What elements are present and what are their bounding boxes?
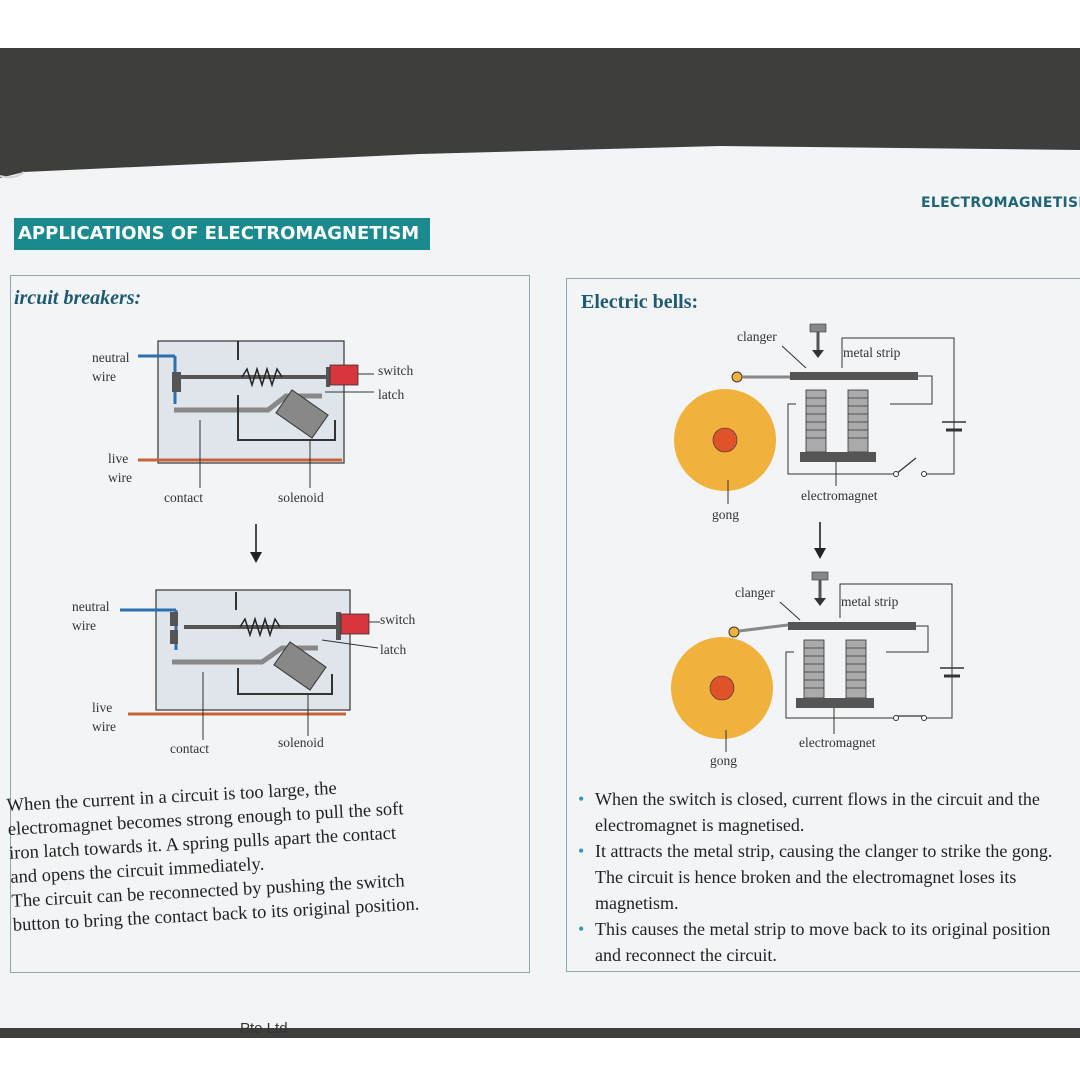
label-neutral-wire: wire [92,369,116,384]
electric-bells-explanation: • When the switch is closed, current flow… [578,786,1073,968]
label-latch: latch [380,642,407,657]
bullet-text: When the switch is closed, current flows… [595,789,1040,835]
label-electromagnet: electromagnet [799,735,876,750]
bullet-text: This causes the metal strip to move back… [595,919,1051,965]
running-head: ELECTROMAGNETISI [921,195,1080,211]
label-metal-strip: metal strip [841,594,899,609]
label-metal-strip: metal strip [843,345,901,360]
chapter-title-bar: APPLICATIONS OF ELECTROMAGNETISM [14,218,430,250]
bullet-dot-icon: • [578,789,585,809]
label-gong: gong [712,507,739,522]
label-gong: gong [710,753,737,768]
label-switch: switch [380,612,416,627]
label-solenoid: solenoid [278,490,324,505]
bullet-dot-icon: • [578,841,585,861]
label-neutral: neutral [92,350,130,365]
circuit-breakers-heading: ircuit breakers: [14,287,142,309]
bullet-item: • This causes the metal strip to move bac… [578,916,1073,968]
label-clanger: clanger [735,585,775,600]
label-live: live [92,700,113,715]
electric-bells-heading: Electric bells: [581,291,699,313]
bullet-item: • It attracts the metal strip, causing th… [578,838,1073,916]
publisher-footer: Pte Ltd [240,1020,288,1037]
label-live-wire: wire [92,719,116,734]
label-solenoid: solenoid [278,735,324,750]
label-clanger: clanger [737,329,777,344]
electric-bells-panel [566,278,1080,972]
label-electromagnet: electromagnet [801,488,878,503]
bullet-text: It attracts the metal strip, causing the… [595,841,1053,913]
label-latch: latch [378,387,405,402]
label-neutral-wire: wire [72,618,96,633]
label-contact: contact [164,490,203,505]
bullet-dot-icon: • [578,919,585,939]
label-live-wire: wire [108,470,132,485]
circuit-breakers-panel [10,275,530,973]
label-contact: contact [170,741,209,756]
label-neutral: neutral [72,599,110,614]
label-live: live [108,451,129,466]
bullet-item: • When the switch is closed, current flow… [578,786,1073,838]
label-switch: switch [378,363,414,378]
